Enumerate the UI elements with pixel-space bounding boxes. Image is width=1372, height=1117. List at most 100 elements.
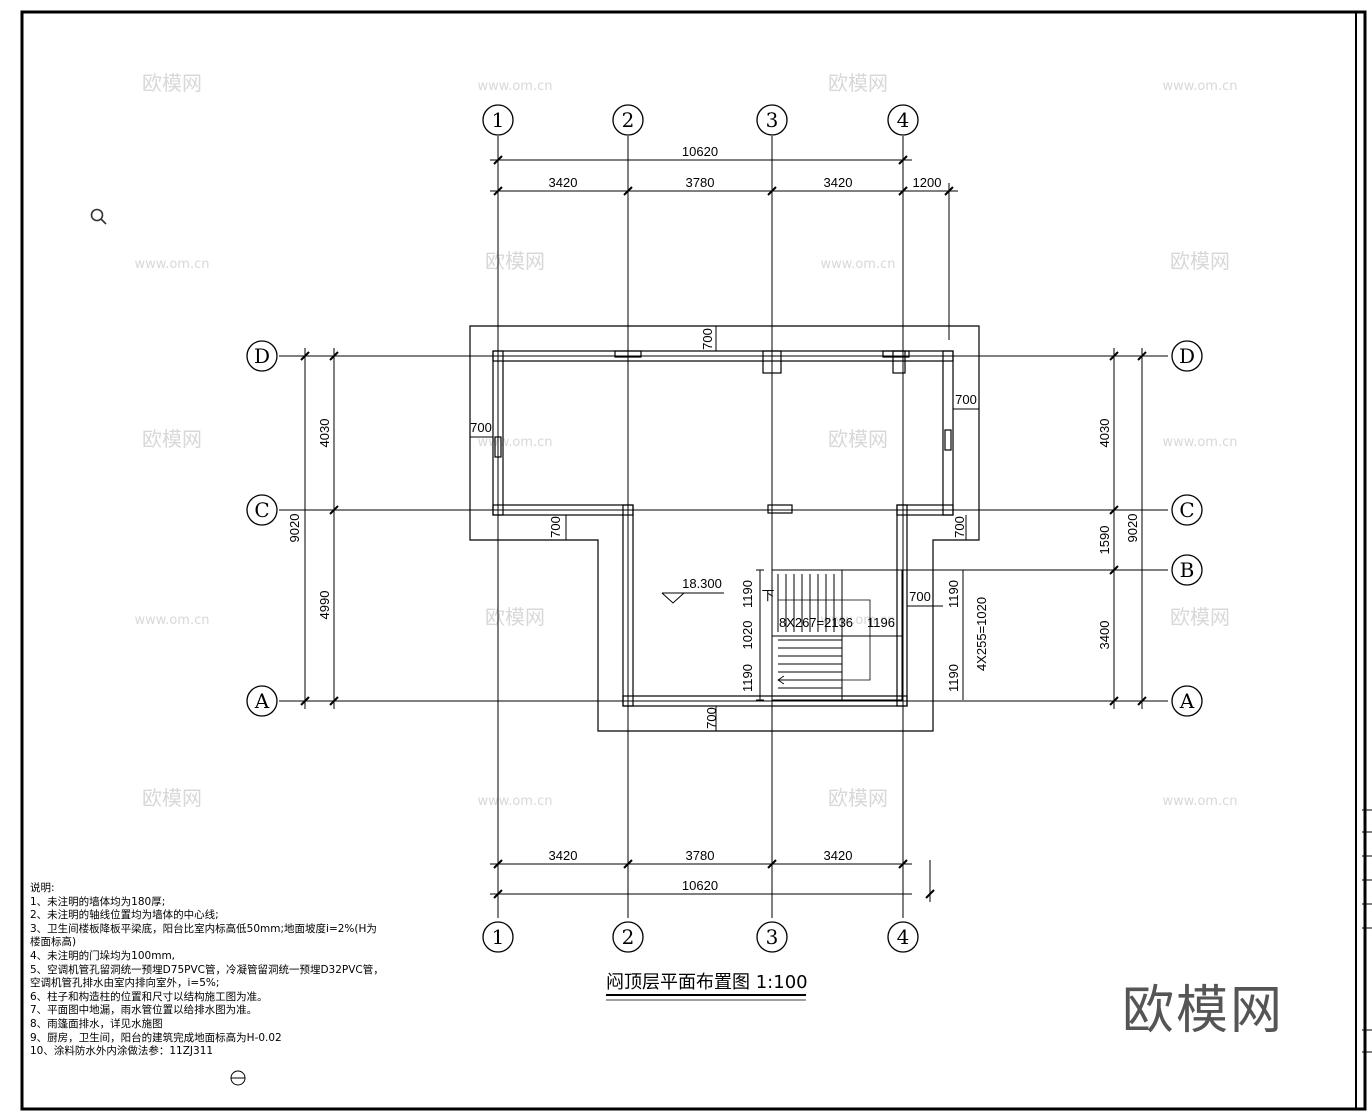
dim-bottom-seg2: 3780: [686, 848, 715, 863]
axis-label-top-1: 1: [492, 108, 505, 132]
stair-treads: [777, 574, 842, 689]
watermark-layer: 欧模网 www.om.cn 欧模网 www.om.cn www.om.cn 欧模网 www.…: [135, 71, 1238, 810]
dim-right-dc: 4030: [1097, 419, 1112, 448]
design-notes: 说明: 1、未注明的墙体均为180厚; 2、未注明的轴线位置均为墙体的中心线; …: [30, 882, 450, 1059]
dim-700-top: 700: [700, 328, 715, 350]
dimension-text: 10620 3420 3780 3420 1200 3420 3780 3420…: [287, 144, 1140, 893]
watermark-text: 欧模网: [485, 249, 545, 273]
dim-top-seg1: 3420: [549, 175, 578, 190]
dim-top-total: 10620: [682, 144, 718, 159]
note-item: 10、涂料防水外内涂做法参：11ZJ311: [30, 1045, 214, 1058]
watermark-text: www.om.cn: [478, 79, 553, 94]
axis-label-bottom-1: 1: [492, 925, 505, 949]
dim-700-right: 700: [955, 392, 977, 407]
dimension-ticks: [300, 155, 1147, 899]
dim-stair-r1190b: 1190: [946, 664, 961, 692]
dim-right-cb: 1590: [1097, 526, 1112, 555]
note-item: 1、未注明的墙体均为180厚;: [30, 895, 166, 908]
note-item: 9、厨房，卫生间，阳台的建筑完成地面标高为H-0.02: [30, 1031, 282, 1044]
axis-label-right-c: C: [1179, 498, 1194, 522]
dim-bottom-total: 10620: [682, 878, 718, 893]
note-item: 2、未注明的轴线位置均为墙体的中心线;: [30, 909, 219, 922]
watermark-text: 欧模网: [142, 71, 202, 95]
watermark-text: 欧模网: [1170, 249, 1230, 273]
level-marker: [661, 592, 724, 604]
watermark-text: 欧模网: [142, 786, 202, 810]
dim-top-seg2: 3780: [686, 175, 715, 190]
axis-label-left-c: C: [254, 498, 269, 522]
watermark-text: 欧模网: [828, 71, 888, 95]
level-value: 18.300: [682, 576, 722, 591]
small-dim-lines: [470, 326, 979, 731]
stair: [756, 569, 964, 701]
drawing-title: 闷顶层平面布置图 1:100: [606, 968, 808, 994]
sheet-border: [20, 10, 1367, 1111]
dim-700-c-left: 700: [548, 516, 563, 538]
axis-label-top-2: 2: [622, 108, 635, 132]
dim-700-bottom: 700: [704, 707, 719, 729]
note-item: 6、柱子和构造柱的位置和尺寸以结构施工图为准。: [30, 990, 268, 1003]
dim-stair-r1190a: 1190: [946, 580, 961, 608]
watermark-text: www.om.cn: [821, 613, 896, 628]
watermark-text: www.om.cn: [135, 613, 210, 628]
axis-label-right-d: D: [1179, 344, 1195, 368]
dimension-lines: [296, 159, 1150, 902]
dim-stair-steps: 4X255=1020: [974, 597, 989, 671]
stair-down-label: 下: [761, 588, 774, 603]
dim-left-ca: 4990: [317, 591, 332, 620]
axis-label-top-3: 3: [766, 108, 779, 132]
dim-stair-1196: 1196: [867, 615, 895, 630]
brand-watermark: 欧模网: [1122, 981, 1285, 1041]
drawing-title-text: 闷顶层平面布置图: [606, 972, 750, 993]
watermark-text: www.om.cn: [821, 257, 896, 272]
watermark-text: www.om.cn: [1163, 79, 1238, 94]
axis-label-left-a: A: [254, 689, 270, 713]
dim-left-dc: 4030: [317, 419, 332, 448]
notes-heading: 说明:: [30, 882, 55, 894]
watermark-text: 欧模网: [485, 605, 545, 629]
dim-stair-1190b: 1190: [740, 664, 755, 692]
dim-bottom-seg3: 3420: [824, 848, 853, 863]
watermark-text: 欧模网: [828, 786, 888, 810]
dim-700-c-right: 700: [952, 516, 967, 538]
axis-label-right-b: B: [1180, 558, 1195, 582]
watermark-text: www.om.cn: [478, 435, 553, 450]
dim-700-stair: 700: [909, 589, 931, 604]
title-block-edge: [1362, 809, 1372, 1053]
dim-stair-1020: 1020: [740, 621, 755, 650]
dim-right-total: 9020: [1125, 514, 1140, 543]
axis-bubbles: [246, 104, 1203, 953]
axis-label-bottom-2: 2: [622, 925, 635, 949]
watermark-text: www.om.cn: [135, 257, 210, 272]
dim-bottom-seg1: 3420: [549, 848, 578, 863]
dim-stair-1190a: 1190: [740, 580, 755, 608]
note-item: 楼面标高): [30, 936, 77, 949]
note-item: 5、空调机管孔留洞统一预埋D75PVC管，冷凝管留洞统一预埋D32PVC管，: [30, 963, 384, 976]
watermark-text: 欧模网: [1170, 605, 1230, 629]
axis-label-bottom-4: 4: [897, 925, 910, 949]
axis-labels: 1 2 3 4 1 2 3 4 D C A D C B A: [254, 108, 1195, 949]
axis-label-right-a: A: [1179, 689, 1195, 713]
dim-700-left: 700: [470, 420, 492, 435]
watermark-text: 欧模网: [828, 427, 888, 451]
note-item: 空调机管孔排水由室内排向室外，i=5%;: [30, 977, 220, 990]
detail-reference-icon: [230, 1070, 246, 1086]
watermark-text: www.om.cn: [1163, 435, 1238, 450]
note-item: 3、卫生间楼板降板平梁底，阳台比室内标高低50mm;地面坡度i=2%(H为: [30, 922, 377, 935]
drawing-scale: 1:100: [755, 972, 808, 993]
note-item: 4、未注明的门垛均为100mm,: [30, 949, 176, 962]
axis-lines: [279, 136, 1168, 918]
axis-label-bottom-3: 3: [766, 925, 779, 949]
watermark-text: 欧模网: [142, 427, 202, 451]
dim-left-total: 9020: [287, 514, 302, 543]
walls: [492, 350, 954, 707]
magnifier-icon[interactable]: [90, 208, 107, 225]
note-item: 8、雨篷面排水，详见水施图: [30, 1017, 163, 1030]
roof-eave-outline: [469, 325, 980, 732]
title-underline: [606, 994, 806, 1001]
axis-label-top-4: 4: [897, 108, 910, 132]
dim-top-overhang: 1200: [913, 175, 942, 190]
watermark-text: www.om.cn: [478, 794, 553, 809]
axis-label-left-d: D: [254, 344, 270, 368]
